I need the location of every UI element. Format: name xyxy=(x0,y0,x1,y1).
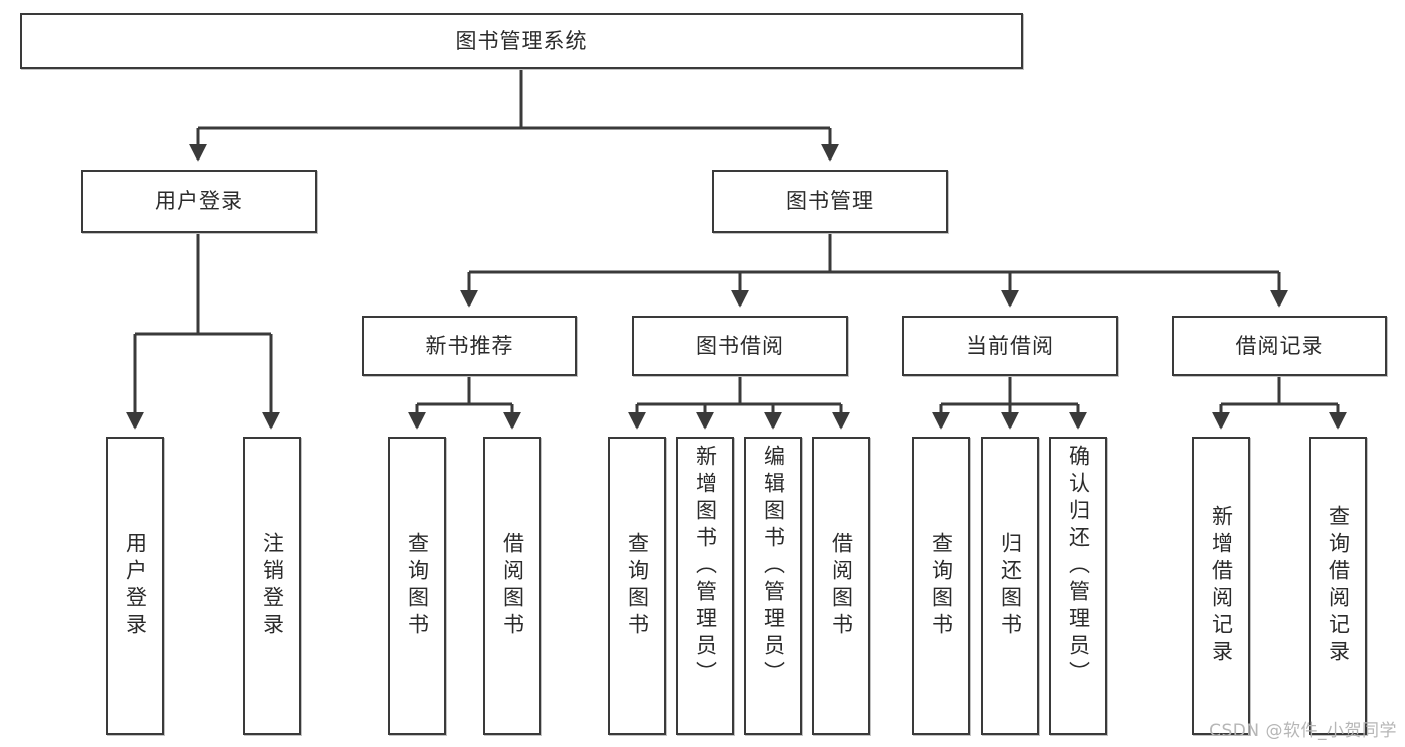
leaf-currentborrow-return-book[interactable]: 归还图书 xyxy=(981,437,1039,735)
leaf-bookborrow-borrow-book-label: 借阅图书 xyxy=(829,532,854,640)
leaf-user-login-label: 用户登录 xyxy=(123,532,148,640)
node-book-management-label: 图书管理 xyxy=(786,189,874,214)
leaf-bookborrow-add-book-label: 新增图书（管理员） xyxy=(693,445,718,688)
node-user-login-label: 用户登录 xyxy=(155,189,243,214)
leaf-borrowrecord-add-record-label: 新增借阅记录 xyxy=(1209,505,1234,667)
leaf-bookborrow-add-book[interactable]: 新增图书（管理员） xyxy=(676,437,734,735)
node-new-book-recommend[interactable]: 新书推荐 xyxy=(362,316,577,376)
leaf-bookborrow-query-book-label: 查询图书 xyxy=(625,532,650,640)
leaf-newbook-query-book-label: 查询图书 xyxy=(405,532,430,640)
leaf-logout-label: 注销登录 xyxy=(260,532,285,640)
leaf-bookborrow-edit-book[interactable]: 编辑图书（管理员） xyxy=(744,437,802,735)
node-book-management[interactable]: 图书管理 xyxy=(712,170,948,233)
leaf-newbook-query-book[interactable]: 查询图书 xyxy=(388,437,446,735)
leaf-currentborrow-return-book-label: 归还图书 xyxy=(998,532,1023,640)
leaf-currentborrow-confirm-return-label: 确认归还（管理员） xyxy=(1066,445,1091,688)
node-new-book-recommend-label: 新书推荐 xyxy=(425,333,514,358)
leaf-borrowrecord-query-record[interactable]: 查询借阅记录 xyxy=(1309,437,1367,735)
leaf-currentborrow-confirm-return[interactable]: 确认归还（管理员） xyxy=(1049,437,1107,735)
leaf-bookborrow-edit-book-label: 编辑图书（管理员） xyxy=(761,445,786,688)
leaf-borrowrecord-add-record[interactable]: 新增借阅记录 xyxy=(1192,437,1250,735)
node-book-borrow[interactable]: 图书借阅 xyxy=(632,316,848,376)
node-borrow-record-label: 借阅记录 xyxy=(1235,333,1324,358)
node-root-system[interactable]: 图书管理系统 xyxy=(20,13,1023,69)
node-current-borrow-label: 当前借阅 xyxy=(966,333,1054,358)
leaf-newbook-borrow-book[interactable]: 借阅图书 xyxy=(483,437,541,735)
leaf-currentborrow-query-book[interactable]: 查询图书 xyxy=(912,437,970,735)
node-current-borrow[interactable]: 当前借阅 xyxy=(902,316,1118,376)
node-user-login[interactable]: 用户登录 xyxy=(81,170,317,233)
leaf-bookborrow-borrow-book[interactable]: 借阅图书 xyxy=(812,437,870,735)
node-root-label: 图书管理系统 xyxy=(455,28,588,53)
leaf-newbook-borrow-book-label: 借阅图书 xyxy=(500,532,525,640)
leaf-bookborrow-query-book[interactable]: 查询图书 xyxy=(608,437,666,735)
node-book-borrow-label: 图书借阅 xyxy=(696,333,784,358)
leaf-user-login[interactable]: 用户登录 xyxy=(106,437,164,735)
leaf-logout[interactable]: 注销登录 xyxy=(243,437,301,735)
leaf-borrowrecord-query-record-label: 查询借阅记录 xyxy=(1326,505,1351,667)
node-borrow-record[interactable]: 借阅记录 xyxy=(1172,316,1387,376)
leaf-currentborrow-query-book-label: 查询图书 xyxy=(929,532,954,640)
